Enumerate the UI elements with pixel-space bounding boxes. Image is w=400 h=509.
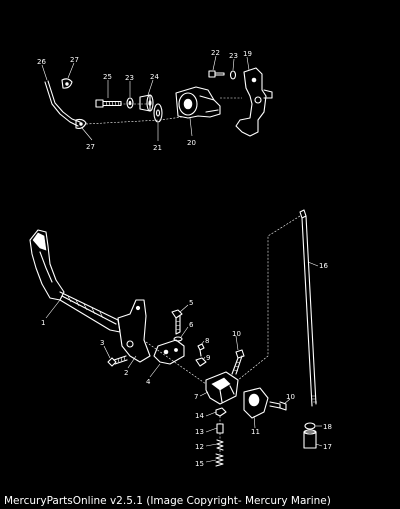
part-27-clip-upper [61,78,73,89]
part-26-link-rod [44,80,81,127]
part-20-shift-lever [175,86,221,119]
callout-23-left: 23 [125,74,134,82]
part-10-screw-upper [231,349,245,375]
callout-24: 24 [150,73,159,81]
callout-10-lower: 10 [286,393,295,401]
part-8-screw [197,343,205,357]
callout-9: 9 [206,354,210,362]
callout-4: 4 [146,378,151,386]
callout-17: 17 [323,443,332,451]
part-9-nut [195,357,207,367]
callout-8: 8 [205,337,209,345]
part-23-washer [126,97,134,109]
callout-21: 21 [153,144,162,152]
part-13-spacer [216,423,224,434]
part-18-collar [304,422,316,430]
callout-14: 14 [195,412,204,420]
part-25-bolt [95,99,122,108]
callout-5: 5 [189,299,193,307]
part-11-clamp [243,387,269,419]
callout-16: 16 [319,262,328,270]
callout-7: 7 [194,393,198,401]
part-19-bracket [235,67,273,137]
part-27-clip-lower [75,118,87,129]
callout-15: 15 [195,460,204,468]
callout-19: 19 [243,50,252,58]
leader-lines [41,55,323,463]
part-1-handle-grip [29,229,121,333]
part-23-lockwasher [229,70,237,80]
callout-2: 2 [124,369,128,377]
part-21-washer [153,103,163,123]
callout-26: 26 [37,58,46,66]
part-4-link [153,339,185,365]
callout-18: 18 [323,423,332,431]
part-14-nut [215,407,227,417]
callout-22: 22 [211,49,220,57]
part-22-screw [208,70,225,78]
part-16-shift-rod [299,209,317,407]
part-10-screw-lower [269,401,287,411]
part-7-coupler [205,371,239,405]
part-12-spring [216,439,224,451]
callout-labels: 26 27 27 25 23 24 21 20 22 23 19 1 2 3 4… [37,49,332,468]
callout-27-lower: 27 [86,143,95,151]
callout-20: 20 [187,139,196,147]
part-6-washer [173,336,183,342]
callout-13: 13 [195,428,204,436]
part-5-bolt [171,309,183,335]
part-3-bolt [107,355,128,367]
callout-23-right: 23 [229,52,238,60]
parts-diagram: 26 27 27 25 23 24 21 20 22 23 19 1 2 3 4… [29,49,332,468]
callout-25: 25 [103,73,112,81]
callout-12: 12 [195,443,204,451]
callout-3: 3 [100,339,104,347]
callout-10-upper: 10 [232,330,241,338]
callout-11: 11 [251,428,260,436]
part-15-spring [215,453,224,467]
callout-27-upper: 27 [70,56,79,64]
callout-6: 6 [189,321,194,329]
part-24-bushing [139,94,154,112]
copyright-caption: MercuryPartsOnline v2.5.1 (Image Copyrig… [4,495,331,507]
part-17-grommet [303,429,317,449]
part-2-bracket [117,299,151,363]
callout-1: 1 [41,319,45,327]
